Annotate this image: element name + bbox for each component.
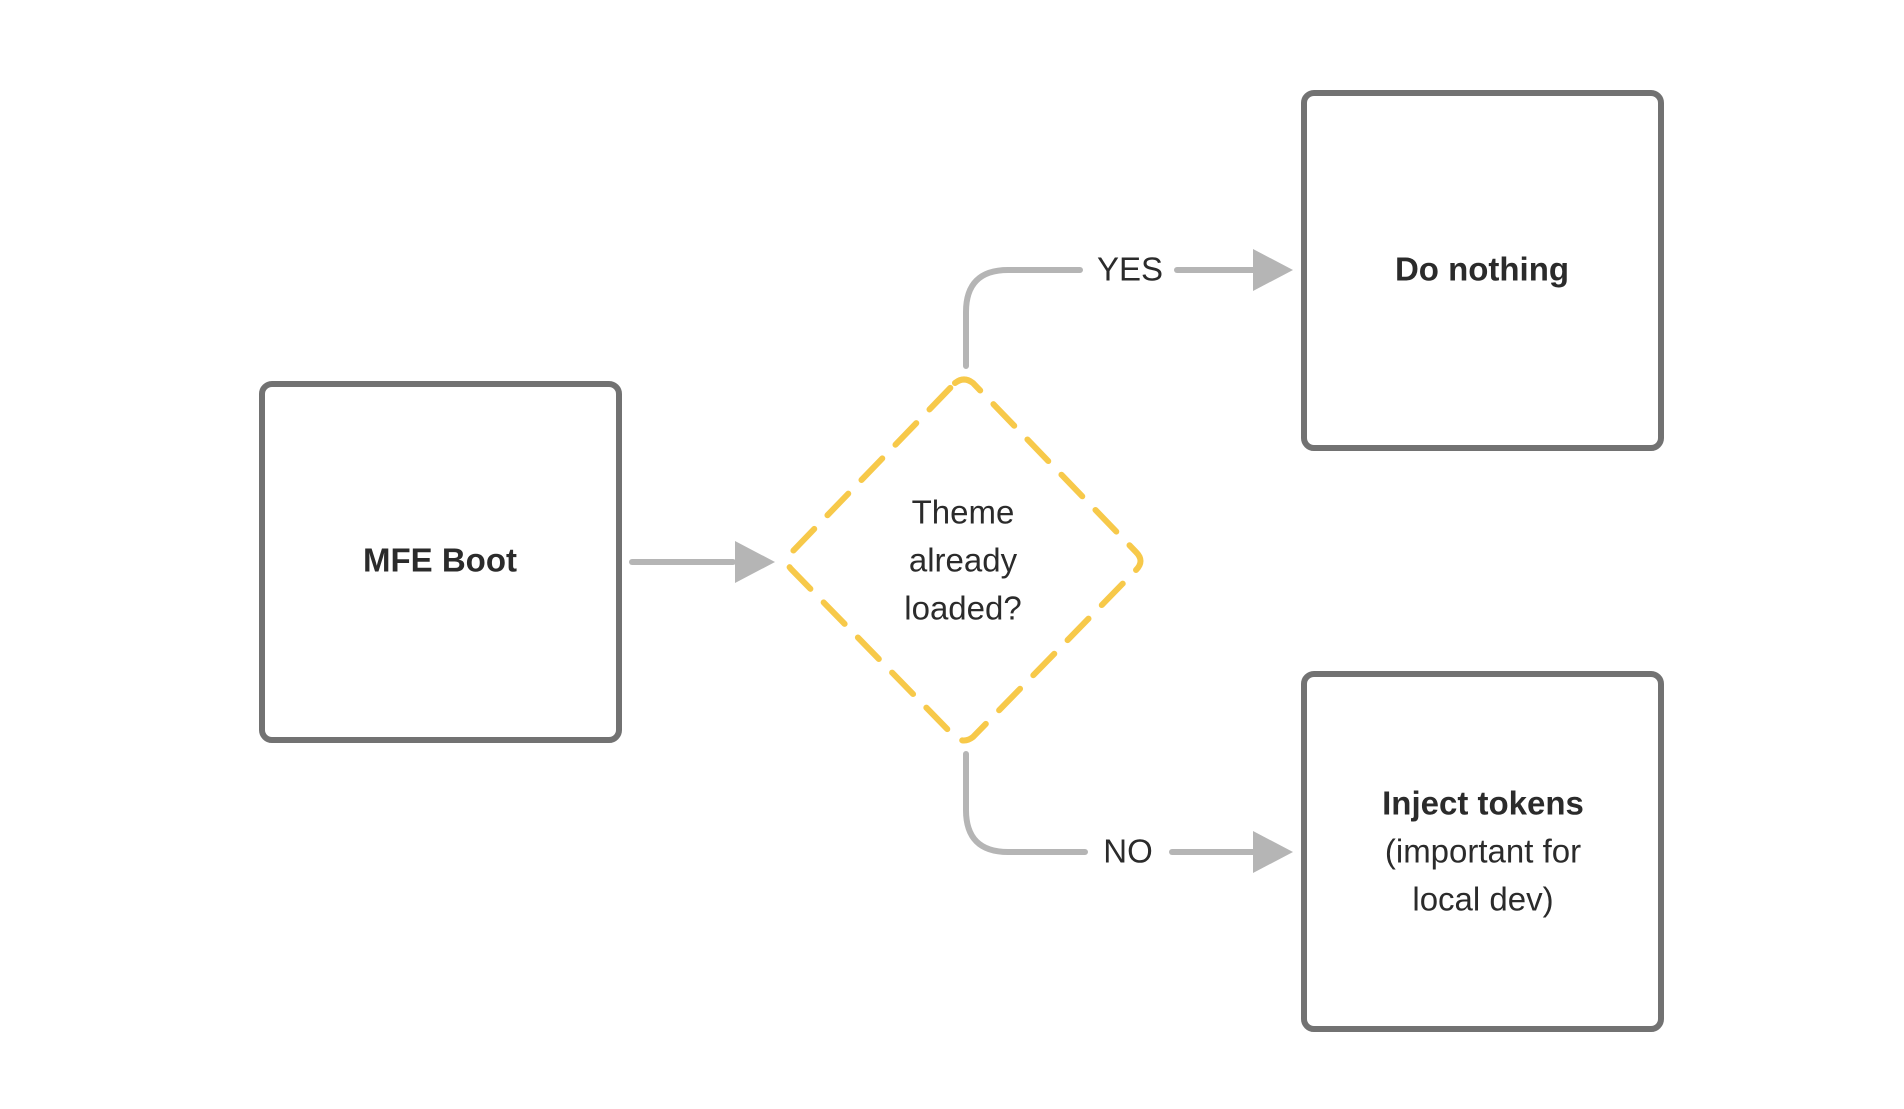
arrowhead-no — [1253, 831, 1293, 873]
node-mfe-boot-box — [259, 381, 622, 743]
decision-label-line-1: Theme — [912, 494, 1015, 531]
edge-no-connector — [963, 751, 1088, 855]
node-inject-tokens-line-2: (important for — [1385, 833, 1581, 870]
node-do-nothing-label: Do nothing — [1395, 251, 1569, 288]
edge-yes-label: YES — [1097, 251, 1163, 288]
arrowhead-boot-to-decision — [735, 541, 775, 583]
node-inject-tokens[interactable]: Inject tokens (important for local dev) — [1301, 671, 1664, 1032]
node-mfe-boot[interactable]: MFE Boot — [259, 381, 622, 743]
decision-diamond — [784, 376, 1144, 744]
node-decision[interactable]: Theme already loaded? — [784, 376, 1144, 744]
decision-label-line-3: loaded? — [904, 590, 1021, 627]
edge-no-label: NO — [1103, 833, 1153, 870]
arrowhead-yes — [1253, 249, 1293, 291]
node-inject-tokens-line-3: local dev) — [1412, 881, 1553, 918]
node-mfe-boot-label: MFE Boot — [363, 542, 517, 579]
node-do-nothing-box — [1301, 90, 1664, 451]
node-inject-tokens-title: Inject tokens — [1382, 785, 1584, 822]
node-inject-tokens-box — [1301, 671, 1664, 1032]
node-do-nothing[interactable]: Do nothing — [1301, 90, 1664, 451]
decision-label-line-2: already — [909, 542, 1018, 579]
edge-yes-connector — [963, 267, 1083, 369]
